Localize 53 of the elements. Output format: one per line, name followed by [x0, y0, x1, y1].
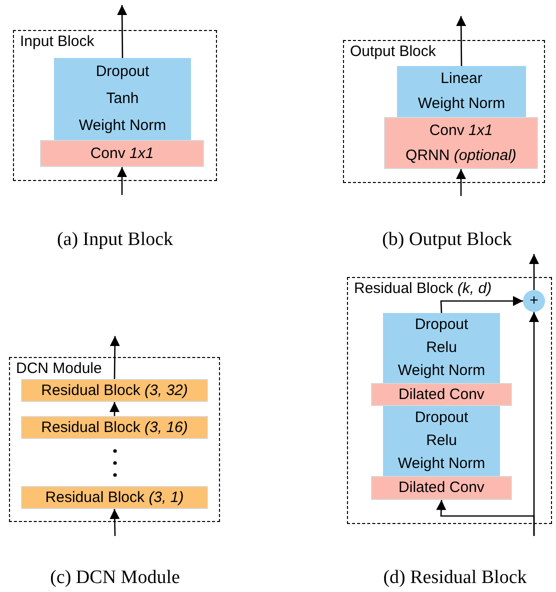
figure-caption: (b) Output Block — [382, 228, 512, 252]
layer-label: Weight Norm — [398, 454, 486, 474]
arrow — [436, 500, 535, 536]
residual-block-box — [21, 379, 208, 402]
layer-label: Relu — [426, 430, 457, 451]
layer-label: Dilated Conv — [398, 478, 484, 498]
layer-label: Dropout — [414, 314, 468, 335]
layer-label: Residual Block (3, 1) — [45, 488, 184, 508]
layer-label: Residual Block (3, 16) — [41, 418, 188, 438]
block-title: DCN Module — [16, 359, 102, 379]
layer-label: Linear — [440, 68, 482, 89]
block-title: Output Block — [350, 42, 436, 62]
arrow — [456, 16, 466, 66]
layer-label: QRNN (optional) — [406, 146, 516, 166]
layer-label: Weight Norm — [418, 94, 506, 114]
layer-label: + — [530, 291, 538, 311]
block-title: Input Block — [20, 32, 94, 52]
layer-label: Dilated Conv — [398, 384, 484, 404]
dashed-group-box — [347, 277, 552, 524]
conv-box — [371, 383, 512, 406]
layer-label: Weight Norm — [78, 116, 166, 136]
dashed-group-box — [343, 40, 545, 183]
layer-label: Relu — [426, 338, 457, 358]
layer-label: Weight Norm — [398, 361, 486, 382]
dashed-group-box — [9, 357, 220, 522]
layer-box — [397, 66, 526, 117]
figure-caption: (d) Residual Block — [383, 566, 527, 590]
arrow — [440, 296, 523, 314]
dashed-group-box — [13, 30, 217, 181]
conv-box — [371, 476, 512, 500]
arrow — [110, 402, 120, 416]
residual-block-box — [21, 416, 208, 439]
layer-label: Residual Block (3, 32) — [41, 380, 188, 400]
arrow — [110, 508, 120, 536]
arrow — [110, 336, 120, 379]
residual-block-box — [21, 486, 208, 509]
layer-box — [383, 406, 500, 476]
figure-caption: (c) DCN Module — [50, 566, 180, 590]
arrow — [117, 167, 127, 195]
layer-label: Dropout — [414, 408, 468, 428]
layer-box — [54, 58, 191, 140]
layer-label: Conv 1x1 — [429, 120, 493, 140]
layer-label: Dropout — [96, 62, 150, 82]
figure-caption: (a) Input Block — [56, 228, 174, 252]
conv-box — [384, 117, 538, 169]
conv-box — [40, 140, 204, 167]
block-title: Residual Block (k, d) — [354, 279, 492, 299]
layer-box — [383, 313, 500, 383]
layer-label: Tanh — [106, 88, 139, 109]
arrow — [529, 254, 539, 290]
arrow — [117, 5, 128, 58]
layer-label: Conv 1x1 — [90, 144, 154, 164]
arrow — [456, 169, 466, 196]
